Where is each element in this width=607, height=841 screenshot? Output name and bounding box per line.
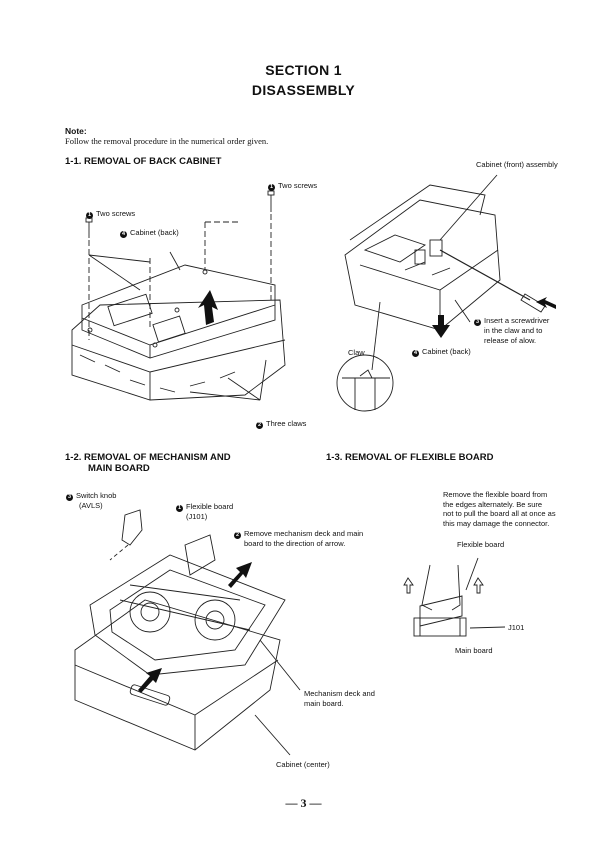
note-heading: Note: (65, 126, 87, 136)
label-claw: Claw (348, 348, 365, 357)
step-2-badge: 2 (256, 422, 263, 429)
step-1-badge: 1 (268, 184, 275, 191)
section-1-2-title: 1-2. REMOVAL OF MECHANISM AND MAIN BOARD (65, 452, 231, 474)
label-main-board: Main board (455, 646, 493, 655)
section-1-1-title: 1-1. REMOVAL OF BACK CABINET (65, 156, 222, 167)
mechanism-drawing (74, 509, 301, 756)
label-cabinet-center: Cabinet (center) (276, 760, 330, 769)
label-cabinet-front-assembly: Cabinet (front) assembly (476, 160, 558, 169)
step-3-badge: 3 (474, 319, 481, 326)
page-title: DISASSEMBLY (251, 82, 356, 98)
label-mechanism-deck: Mechanism deck and main board. (304, 689, 375, 708)
flexible-board-instructions: Remove the flexible board from the edges… (443, 490, 556, 528)
arrow-screwdriver (536, 297, 556, 309)
back-cabinet-drawing (71, 190, 286, 401)
label-flexible-board: Flexible board (457, 540, 505, 549)
step-1-badge: 1 (176, 505, 183, 512)
step-4-badge: 4 (120, 231, 127, 238)
lift-arrow-back-cabinet (198, 290, 218, 325)
section-number: SECTION 1 (265, 62, 342, 78)
down-arrow-front-cabinet (432, 315, 450, 338)
step-1-badge: 1 (86, 212, 93, 219)
page-number: — 3 — (285, 796, 322, 810)
front-cabinet-drawing (336, 174, 546, 412)
step-4-badge: 4 (412, 350, 419, 357)
section-1-3-title: 1-3. REMOVAL OF FLEXIBLE BOARD (326, 452, 494, 463)
note-text: Follow the removal procedure in the nume… (65, 136, 269, 146)
arrow-mechanism-in (138, 668, 162, 693)
step-3-badge: 3 (66, 494, 73, 501)
step-2-badge: 2 (234, 532, 241, 539)
flexible-board-drawing (403, 557, 506, 637)
arrow-mechanism-up (228, 562, 252, 588)
label-j101: J101 (508, 623, 525, 632)
